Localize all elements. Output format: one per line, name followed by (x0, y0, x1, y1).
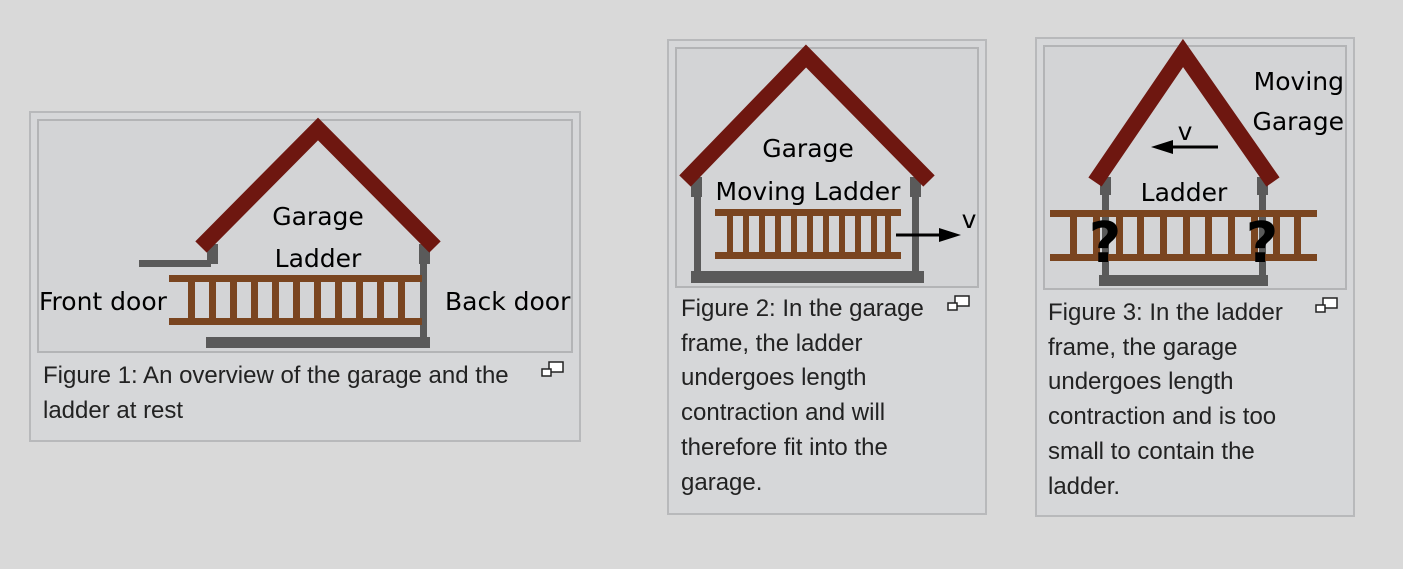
ladder-rest (169, 275, 422, 325)
velocity-arrow-icon (896, 228, 961, 242)
front-door-label: Front door (39, 287, 168, 316)
garage-label: Garage (272, 202, 364, 231)
back-wall (1259, 195, 1266, 277)
figure-2-image[interactable]: v Garage Moving Ladder (675, 44, 979, 288)
velocity-label: v (1178, 117, 1193, 146)
ladder-full (1050, 210, 1317, 261)
front-wall (694, 197, 701, 273)
roof (679, 44, 935, 187)
velocity-label: v (962, 205, 977, 234)
magnify-clip-icon[interactable] (1315, 297, 1339, 315)
front-wall (1102, 195, 1109, 277)
garage-floor (691, 271, 924, 283)
figure-1-thumbnail: Garage Ladder Front door Back door Figur… (29, 111, 581, 442)
magnify-clip-icon[interactable] (947, 295, 971, 313)
back-wall (420, 264, 427, 339)
front-wall-stub (691, 177, 702, 197)
figure-1-image[interactable]: Garage Ladder Front door Back door (37, 117, 573, 353)
moving-garage-label-line1: Moving (1254, 67, 1344, 96)
front-wall-stub (1100, 177, 1111, 195)
back-door-label: Back door (445, 287, 571, 316)
figure-3-diagram: v Moving Garage Ladder ? ? (1050, 38, 1344, 286)
garage-floor (206, 337, 430, 348)
magnify-clip-icon[interactable] (541, 361, 565, 379)
ladder-label: Ladder (275, 244, 362, 273)
moving-garage-label-line2: Garage (1252, 107, 1344, 136)
question-mark-right: ? (1246, 211, 1278, 276)
question-mark-left: ? (1089, 211, 1121, 276)
moving-ladder-label: Moving Ladder (716, 177, 902, 206)
garage-label: Garage (762, 134, 854, 163)
garage-floor (1099, 275, 1268, 286)
velocity-arrow-icon (1151, 140, 1218, 154)
front-wall-stub (207, 244, 218, 264)
figure-3-thumbnail: v Moving Garage Ladder ? ? Figure 3: In … (1035, 37, 1355, 517)
figure-2-thumbnail: v Garage Moving Ladder Figure 2: In the … (667, 39, 987, 515)
figure-2-diagram: v Garage Moving Ladder (679, 44, 977, 283)
figure-3-caption: Figure 3: In the ladder frame, the garag… (1048, 299, 1283, 500)
roof (1088, 38, 1280, 187)
figure-2-caption: Figure 2: In the garage frame, the ladde… (681, 295, 924, 496)
ladder-label: Ladder (1141, 178, 1228, 207)
figure-1-diagram: Garage Ladder Front door Back door (39, 117, 571, 348)
front-door-threshold (139, 260, 211, 267)
ladder-contracted (715, 209, 901, 259)
back-wall-stub (910, 177, 921, 197)
figure-3-image[interactable]: v Moving Garage Ladder ? ? (1043, 38, 1347, 290)
figure-1-caption: Figure 1: An overview of the garage and … (43, 362, 509, 424)
back-wall-stub (1257, 177, 1268, 195)
roof (195, 117, 441, 253)
back-wall-stub (419, 244, 430, 264)
